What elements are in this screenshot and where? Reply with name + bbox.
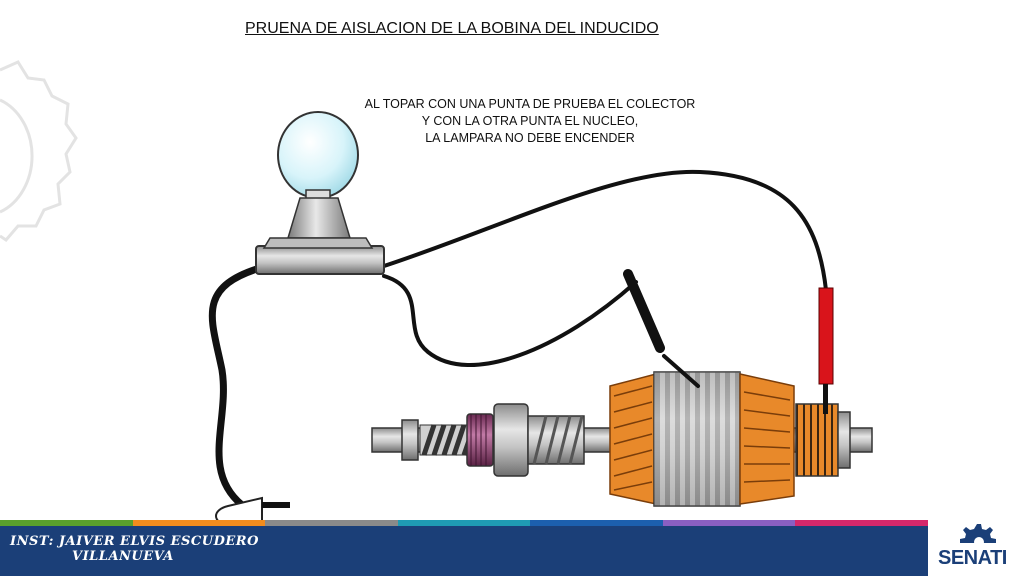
stripe	[530, 520, 663, 526]
color-stripes	[0, 520, 929, 526]
test-lamp	[255, 111, 385, 275]
armature	[371, 371, 873, 507]
instruction-line: LA LAMPARA NO DEBE ENCENDER	[425, 131, 635, 145]
stripe	[132, 520, 266, 526]
credit-line: INST: JAIVER ELVIS ESCUDERO	[10, 534, 259, 549]
instruction-line: AL TOPAR CON UNA PUNTA DE PRUEBA EL COLE…	[364, 97, 696, 111]
gear-icon	[960, 524, 996, 547]
lamp-base	[255, 245, 385, 275]
drive-spring	[527, 415, 585, 465]
instructor-credit: INST: JAIVER ELVIS ESCUDERO VILLANUEVA	[10, 534, 259, 564]
gear-watermark	[0, 60, 78, 242]
footer-bar	[0, 526, 928, 576]
stripe	[662, 520, 796, 526]
black-probe	[623, 269, 700, 388]
stripe	[265, 520, 398, 526]
armature-core	[609, 371, 795, 507]
slide-title: PRUENA DE AISLACION DE LA BOBINA DEL IND…	[245, 20, 659, 37]
worm-thread	[419, 424, 475, 456]
senati-logo	[930, 520, 1024, 576]
instruction-line: Y CON LA OTRA PUNTA EL NUCLEO,	[421, 114, 639, 128]
credit-line: VILLANUEVA	[72, 549, 174, 564]
stripe	[397, 520, 531, 526]
test-wires	[208, 169, 828, 509]
footer: INST: JAIVER ELVIS ESCUDERO VILLANUEVA	[0, 520, 1024, 576]
stripe	[795, 520, 929, 526]
logo-text: SENATI	[938, 547, 1007, 569]
commutator	[795, 403, 839, 477]
red-probe	[818, 287, 834, 414]
stripe	[0, 520, 133, 526]
instruction-text: AL TOPAR CON UNA PUNTA DE PRUEBA EL COLE…	[330, 96, 730, 147]
